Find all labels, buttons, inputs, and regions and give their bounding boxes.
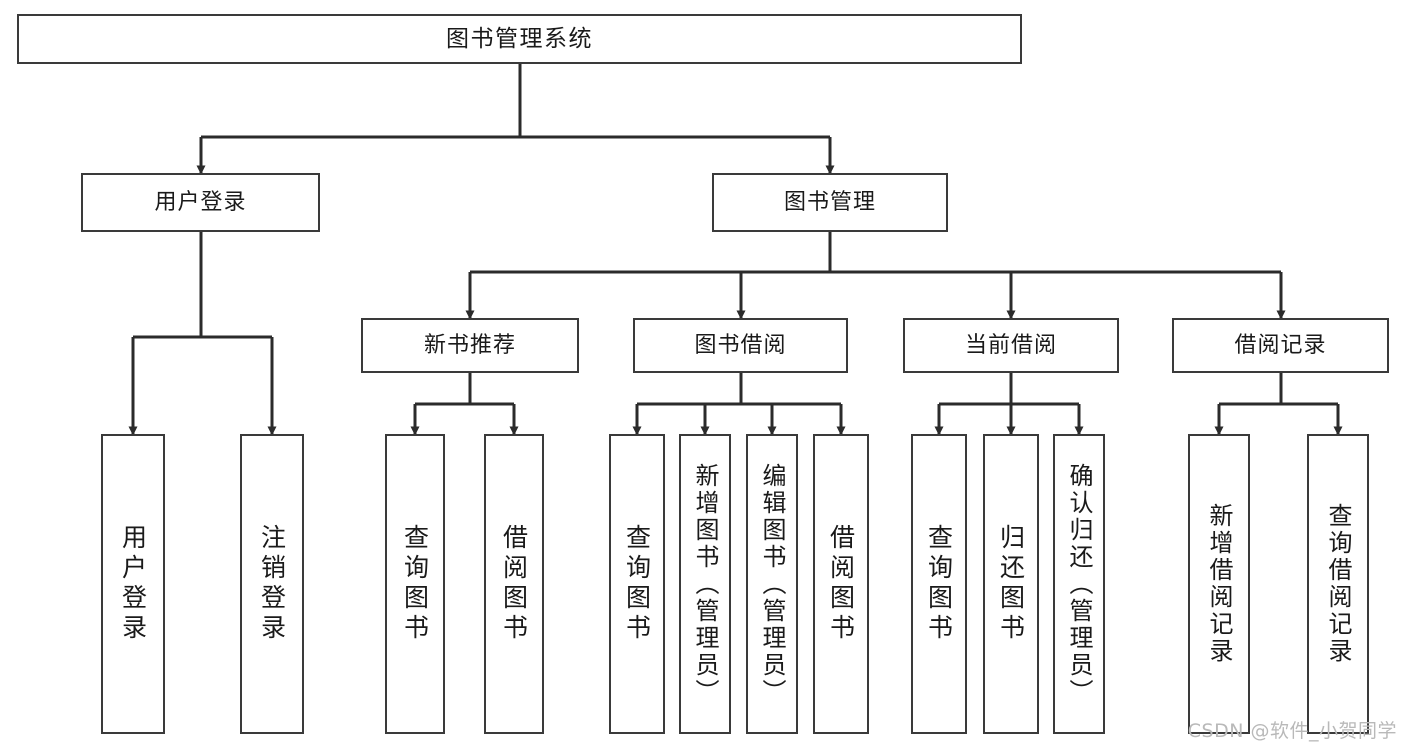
node-label: 查询图书 bbox=[400, 524, 430, 644]
node-l-queryrec[interactable]: 查询借阅记录 bbox=[1307, 434, 1369, 734]
node-label: 新增图书（管理员） bbox=[691, 462, 719, 706]
node-label: 图书借阅 bbox=[694, 332, 787, 358]
node-login[interactable]: 用户登录 bbox=[81, 173, 320, 232]
edge-paths bbox=[128, 64, 1343, 436]
node-l-query2[interactable]: 查询图书 bbox=[609, 434, 665, 734]
node-label: 编辑图书（管理员） bbox=[758, 462, 786, 706]
node-borrow[interactable]: 图书借阅 bbox=[633, 318, 848, 373]
node-label: 用户登录 bbox=[118, 524, 148, 644]
node-l-borrow1[interactable]: 借阅图书 bbox=[484, 434, 544, 734]
node-l-logout[interactable]: 注销登录 bbox=[240, 434, 304, 734]
node-label: 借阅图书 bbox=[499, 524, 529, 644]
node-label: 确认归还（管理员） bbox=[1065, 462, 1093, 706]
node-current[interactable]: 当前借阅 bbox=[903, 318, 1119, 373]
watermark-text: CSDN @软件_小贺同学 bbox=[1187, 720, 1397, 742]
node-l-addrec[interactable]: 新增借阅记录 bbox=[1188, 434, 1250, 734]
node-label: 注销登录 bbox=[257, 524, 287, 644]
node-label: 图书管理系统 bbox=[446, 25, 593, 52]
node-l-confirm[interactable]: 确认归还（管理员） bbox=[1053, 434, 1105, 734]
node-l-return[interactable]: 归还图书 bbox=[983, 434, 1039, 734]
node-newbook[interactable]: 新书推荐 bbox=[361, 318, 579, 373]
node-label: 借阅图书 bbox=[826, 524, 856, 644]
node-records[interactable]: 借阅记录 bbox=[1172, 318, 1389, 373]
node-label: 查询图书 bbox=[924, 524, 954, 644]
node-label: 借阅记录 bbox=[1234, 332, 1327, 358]
node-root[interactable]: 图书管理系统 bbox=[17, 14, 1022, 64]
node-l-borrow2[interactable]: 借阅图书 bbox=[813, 434, 869, 734]
node-l-login[interactable]: 用户登录 bbox=[101, 434, 165, 734]
node-label: 新书推荐 bbox=[423, 332, 516, 358]
node-label: 用户登录 bbox=[154, 189, 247, 215]
node-l-add[interactable]: 新增图书（管理员） bbox=[679, 434, 731, 734]
node-label: 查询借阅记录 bbox=[1324, 503, 1352, 665]
node-l-query1[interactable]: 查询图书 bbox=[385, 434, 445, 734]
node-l-edit[interactable]: 编辑图书（管理员） bbox=[746, 434, 798, 734]
node-label: 图书管理 bbox=[783, 189, 876, 215]
node-label: 新增借阅记录 bbox=[1205, 503, 1233, 665]
node-l-query3[interactable]: 查询图书 bbox=[911, 434, 967, 734]
node-label: 当前借阅 bbox=[964, 332, 1057, 358]
node-label: 归还图书 bbox=[996, 524, 1026, 644]
node-label: 查询图书 bbox=[622, 524, 652, 644]
node-bookmgmt[interactable]: 图书管理 bbox=[712, 173, 948, 232]
